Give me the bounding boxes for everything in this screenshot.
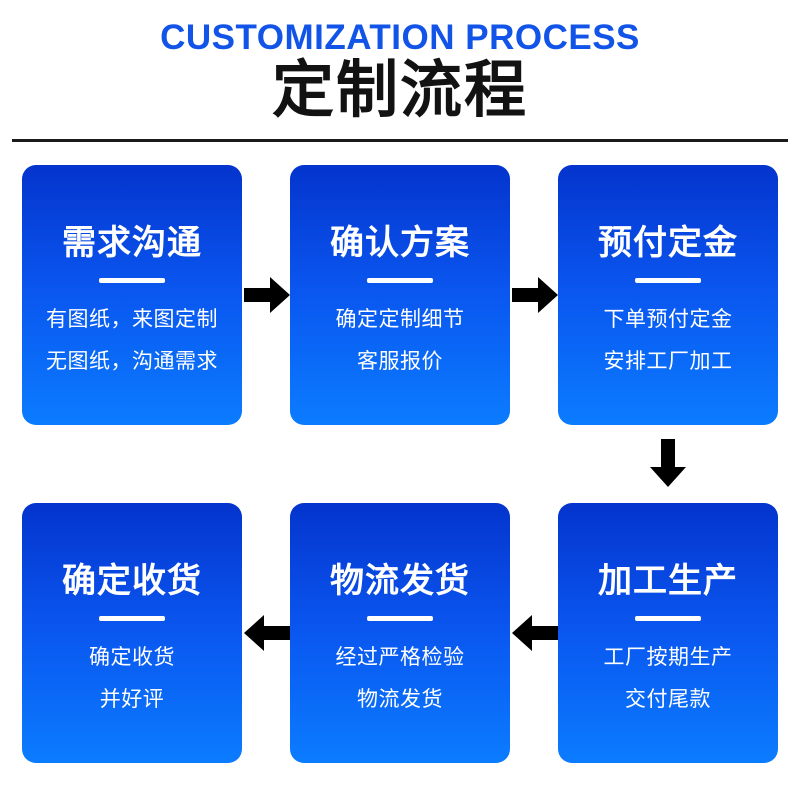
process-step-card-2[interactable]: 确认方案 确定定制细节 客服报价 <box>290 165 510 425</box>
step-detail-line: 客服报价 <box>357 349 443 373</box>
process-step-card-6[interactable]: 加工生产 工厂按期生产 交付尾款 <box>558 503 778 763</box>
step-title-underline <box>367 277 433 283</box>
step-title: 预付定金 <box>598 223 738 262</box>
step-title: 物流发货 <box>330 561 470 600</box>
step-detail-line: 交付尾款 <box>625 687 711 711</box>
step-detail-line: 确定定制细节 <box>335 307 465 331</box>
step-detail-line: 安排工厂加工 <box>603 349 733 373</box>
arrow-left-icon <box>512 615 558 651</box>
arrow-head <box>538 277 558 313</box>
process-step-card-5[interactable]: 物流发货 经过严格检验 物流发货 <box>290 503 510 763</box>
step-title-underline <box>635 615 701 621</box>
header-divider <box>12 139 788 142</box>
arrow-shaft <box>244 288 270 302</box>
arrow-right-icon <box>244 277 290 313</box>
arrow-shaft <box>264 626 290 640</box>
arrow-head <box>244 615 264 651</box>
arrow-shaft <box>532 626 558 640</box>
arrow-head <box>270 277 290 313</box>
step-detail-line: 有图纸，来图定制 <box>46 307 218 331</box>
step-title: 需求沟通 <box>62 223 202 262</box>
step-detail-line: 并好评 <box>99 687 165 711</box>
step-title: 确定收货 <box>62 561 202 600</box>
page-header: CUSTOMIZATION PROCESS 定制流程 <box>0 0 800 126</box>
arrow-right-icon <box>512 277 558 313</box>
page-title-english: CUSTOMIZATION PROCESS <box>160 18 640 57</box>
step-detail-line: 工厂按期生产 <box>603 645 733 669</box>
arrow-shaft <box>661 439 675 467</box>
step-detail-line: 无图纸，沟通需求 <box>46 349 218 373</box>
step-title: 确认方案 <box>330 223 470 262</box>
arrow-head <box>512 615 532 651</box>
step-title-underline <box>635 277 701 283</box>
process-step-card-3[interactable]: 预付定金 下单预付定金 安排工厂加工 <box>558 165 778 425</box>
step-detail-line: 下单预付定金 <box>603 307 733 331</box>
page-title-chinese: 定制流程 <box>271 57 528 125</box>
step-title-underline <box>367 615 433 621</box>
arrow-shaft <box>512 288 538 302</box>
process-step-card-4[interactable]: 确定收货 确定收货 并好评 <box>22 503 242 763</box>
arrow-head <box>650 467 686 487</box>
process-flow-diagram: 需求沟通 有图纸，来图定制 无图纸，沟通需求 确认方案 确定定制细节 客服报价 … <box>0 165 800 765</box>
arrow-down-icon <box>650 439 686 487</box>
process-step-card-1[interactable]: 需求沟通 有图纸，来图定制 无图纸，沟通需求 <box>22 165 242 425</box>
step-title-underline <box>99 277 165 283</box>
arrow-left-icon <box>244 615 290 651</box>
step-title-underline <box>99 615 165 621</box>
step-detail-line: 经过严格检验 <box>335 645 465 669</box>
step-detail-line: 物流发货 <box>357 687 443 711</box>
step-title: 加工生产 <box>598 561 738 600</box>
step-detail-line: 确定收货 <box>89 645 175 669</box>
